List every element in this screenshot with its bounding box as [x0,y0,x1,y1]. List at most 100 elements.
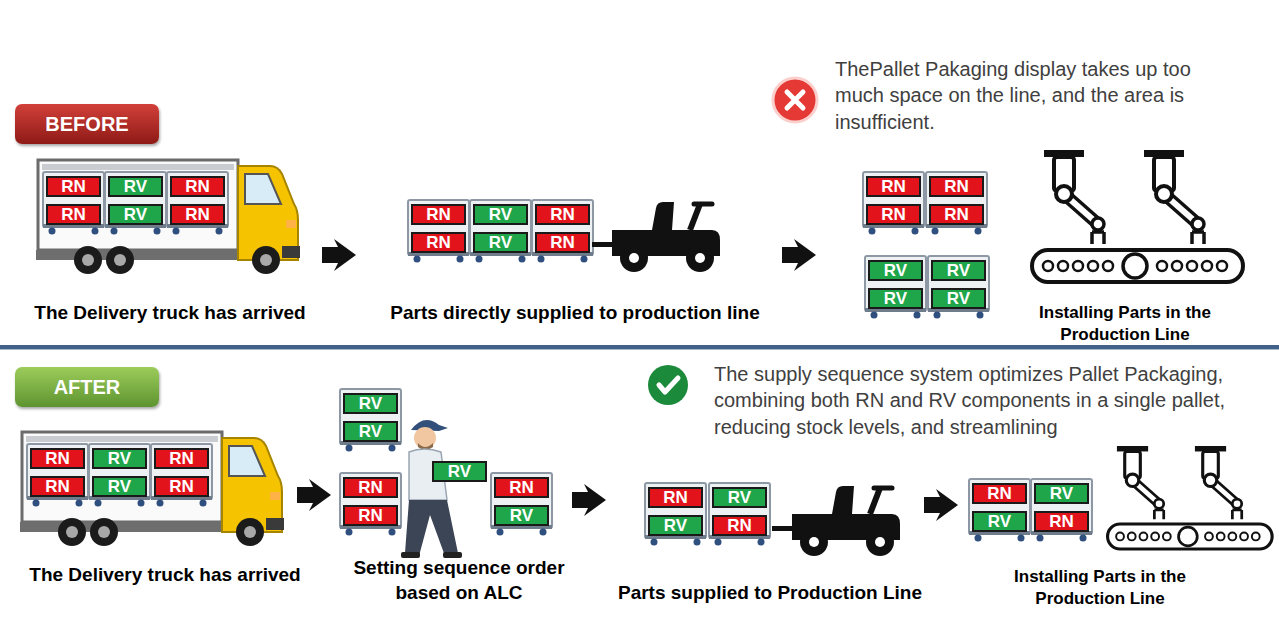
robot-line [1032,150,1243,282]
part-box: RV [473,232,528,253]
pallet-cart [105,172,166,235]
part-code: RV [124,206,147,223]
callout-note: The supply sequence system optimizes Pal… [714,361,1270,440]
pallet-cart [969,479,1030,542]
pallet-cart [408,200,469,263]
part-box: RN [170,176,225,197]
part-code: RN [358,507,383,524]
part-code: RV [124,178,147,195]
flow-arrow [572,484,606,516]
part-box: RN [154,476,209,497]
part-box: RV [1034,483,1089,504]
flow-arrow [924,489,958,521]
part-box: RV [432,461,487,482]
part-code: RN [358,479,383,496]
part-box: RN [411,204,466,225]
part-box: RV [494,505,549,526]
part-box: RN [154,448,209,469]
part-code: RV [510,507,533,524]
section-badge: BEFORE [15,104,159,144]
part-code: RN [426,206,451,223]
part-box: RV [92,448,147,469]
part-code: RV [489,206,512,223]
part-box: RN [343,477,398,498]
pallet-cart [926,172,987,235]
part-box: RN [535,204,590,225]
part-box: RV [343,393,398,414]
part-code: RN [881,178,906,195]
part-code: RN [169,478,194,495]
pallet-cart [1031,479,1092,542]
part-code: RV [884,262,907,279]
callout-note: ThePallet Pakaging display takes up too … [835,56,1245,135]
pallet-cart [865,256,926,319]
part-box: RV [343,421,398,442]
step-caption: Parts directly supplied to production li… [350,300,800,325]
pallet-cart [709,483,770,546]
part-box: RN [972,483,1027,504]
delivery-truck [20,432,284,546]
tow-hitch [593,242,613,246]
part-code: RN [944,178,969,195]
part-code: RN [509,479,534,496]
flow-arrow [297,479,331,511]
tugger-vehicle [772,486,900,556]
part-box: RN [494,477,549,498]
part-box: RN [929,204,984,225]
part-box: RN [46,176,101,197]
pallet-cart [43,172,104,235]
part-code: RN [881,206,906,223]
flow-arrow [322,239,356,271]
part-box: RV [972,511,1027,532]
part-code: RN [550,234,575,251]
pallet-cart [340,473,401,536]
part-box: RN [866,204,921,225]
part-box: RN [712,515,767,536]
part-box: RV [868,260,923,281]
part-box: RN [170,204,225,225]
part-code: RN [727,517,752,534]
pallet-cart [151,444,212,507]
tugger-vehicle [592,202,720,272]
section-badge: AFTER [15,367,159,407]
part-box: RV [108,204,163,225]
pallet-cart [645,483,706,546]
part-code: RN [169,450,194,467]
pallet-cart [928,256,989,319]
part-code: RV [359,423,382,440]
part-code: RN [45,478,70,495]
pallet-cart [491,473,552,536]
part-code: RN [1049,513,1074,530]
part-code: RV [489,234,512,251]
pallet-cart [27,444,88,507]
part-box: RN [648,487,703,508]
pallet-cart [470,200,531,263]
part-code: RV [728,489,751,506]
step-caption: The Delivery truck has arrived [5,562,325,587]
part-box: RV [712,487,767,508]
part-code: RN [61,178,86,195]
pallet-cart [863,172,924,235]
part-box: RN [929,176,984,197]
pallet-cart [340,389,401,452]
part-code: RV [448,463,471,480]
step-caption: Setting sequence order based on ALC [328,555,590,605]
part-box: RN [1034,511,1089,532]
part-code: RV [947,262,970,279]
part-code: RN [185,206,210,223]
part-code: RV [359,395,382,412]
step-caption: The Delivery truck has arrived [10,300,330,325]
part-code: RV [1050,485,1073,502]
pallet-cart [532,200,593,263]
part-box: RV [92,476,147,497]
flow-arrow [782,239,816,271]
part-box: RN [343,505,398,526]
part-box: RN [535,232,590,253]
part-box: RN [866,176,921,197]
part-code: RN [550,206,575,223]
part-box: RV [868,288,923,309]
part-code: RV [108,450,131,467]
worker-figure [401,420,462,558]
part-code: RV [988,513,1011,530]
part-code: RN [61,206,86,223]
